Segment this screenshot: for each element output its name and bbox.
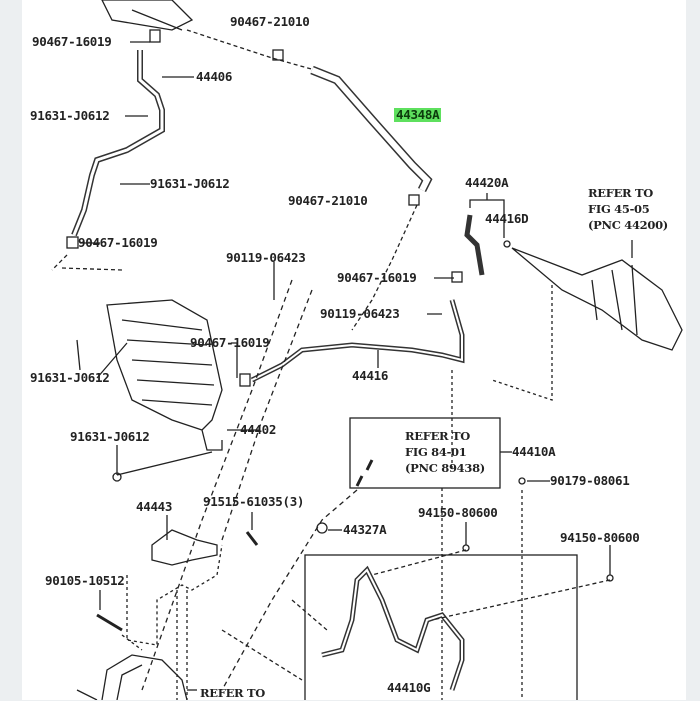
part-label: 90467-16019 [337,270,417,285]
part-label: 90467-16019 [78,235,158,250]
part-label: 44402 [240,422,277,437]
top-pump-bracket [101,0,194,31]
ref-line: (PNC 44200) [588,218,668,232]
part-label: 91515-61035(3) [203,494,305,509]
clamp [272,49,284,61]
parts-diagram: 90467-21010 90467-16019 44406 44348A 916… [22,0,686,700]
ref-line: FIG 84-01 [405,445,467,459]
power-steering-pump [76,654,188,700]
refer-note-45-05: REFER TO FIG 45-05 (PNC 44200) [588,185,668,233]
part-label: 91631-J0612 [30,370,110,385]
part-label: 91631-J0612 [70,429,150,444]
ref-line: REFER TO [588,186,653,200]
ref-box-84-01 [349,417,501,489]
part-label: 44410G [387,680,431,695]
pipe-44410g [321,565,465,691]
part-label: 44420A [465,175,509,190]
part-label: 90119-06423 [320,306,400,321]
part-label: 91631-J0612 [150,176,230,191]
ref-line: REFER TO [405,429,470,443]
steering-rack [511,247,683,351]
box-44410g [304,554,578,700]
part-label: 90467-16019 [190,335,270,350]
part-label: 44416D [485,211,529,226]
part-label: 91631-J0612 [30,108,110,123]
part-label: 90105-10512 [45,573,125,588]
hose-44348a [310,65,433,193]
tube-44406 [71,50,165,237]
refer-note-84-01: REFER TO FIG 84-01 (PNC 89438) [405,428,485,476]
ref-line: REFER TO [200,686,265,700]
part-label: 44406 [196,69,233,84]
ref-line: (PNC 89438) [405,461,485,475]
ref-line: FIG 45-05 [588,202,650,216]
dashed-leader [186,29,323,73]
cooler-44402 [106,299,223,451]
part-label: 90119-06423 [226,250,306,265]
bracket-44443 [151,515,218,566]
part-label: 90467-16019 [32,34,112,49]
part-label: 44410A [512,444,556,459]
refer-note-bottom: REFER TO [200,685,265,701]
part-label: 44416 [352,368,389,383]
part-label: 90467-21010 [230,14,310,29]
diagram-linework [51,0,683,700]
part-label: 94150-80600 [418,505,498,520]
part-label: 90467-21010 [288,193,368,208]
part-label: 94150-80600 [560,530,640,545]
part-label: 90179-08061 [550,473,630,488]
part-label-highlighted: 44348A [394,107,442,122]
part-label: 44443 [136,499,173,514]
part-label: 44327A [343,522,387,537]
